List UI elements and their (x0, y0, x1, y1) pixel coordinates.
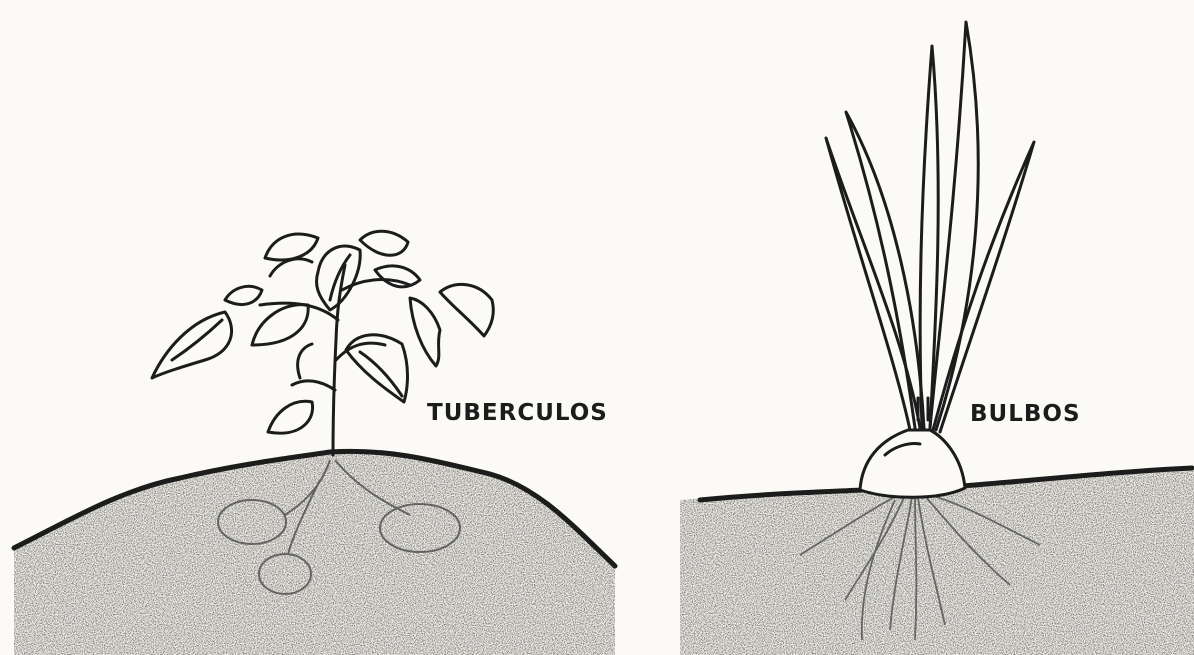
label-bulbos: BULBOS (970, 401, 1081, 427)
potato-soil-mound (0, 440, 640, 655)
label-tuberculos: TUBERCULOS (427, 400, 608, 426)
